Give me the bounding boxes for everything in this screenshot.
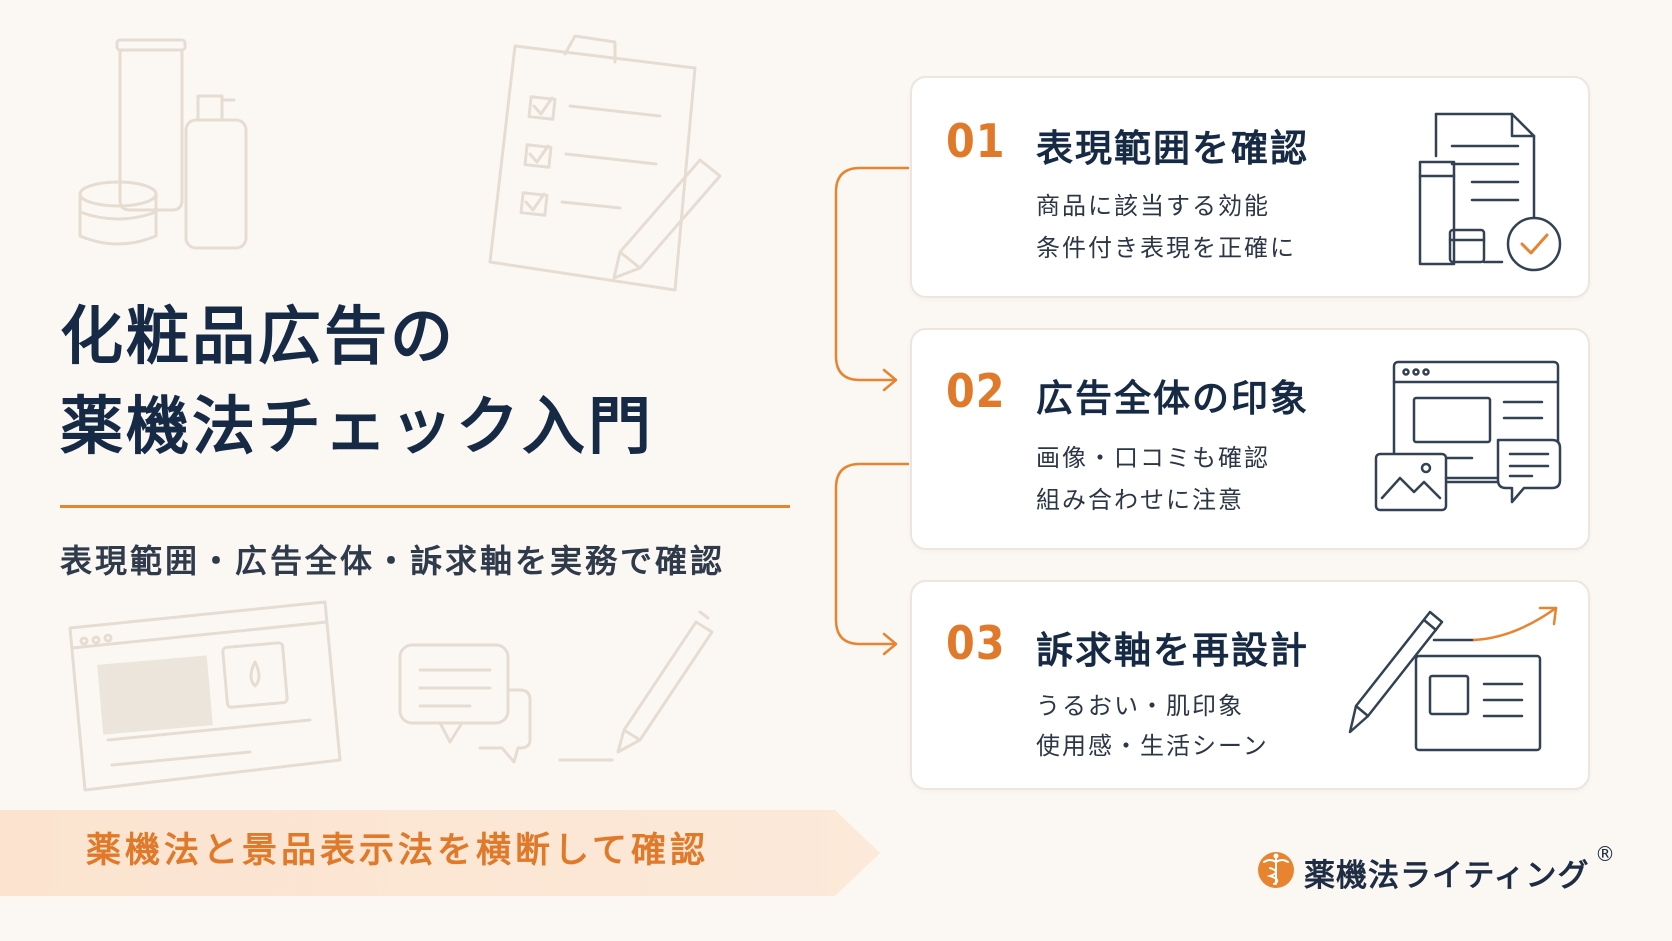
cosmetic-jar-icon — [78, 180, 158, 246]
step-title: 表現範囲を確認 — [1036, 127, 1309, 170]
main-title-line2: 薬機法チェック入門 — [60, 390, 654, 463]
brand-name: 薬機法ライティング — [1304, 858, 1590, 894]
step-number: 02 — [946, 364, 1006, 418]
clipboard-checklist-icon — [488, 34, 697, 292]
pencil-icon — [612, 158, 722, 280]
step-card-3: 03 訴求軸を再設計 うるおい・肌印象 使用感・生活シーン — [910, 580, 1590, 790]
subtitle: 表現範囲・広告全体・訴求軸を実務で確認 — [60, 542, 726, 580]
step-detail-line: 組み合わせに注意 — [1036, 486, 1244, 514]
step-card-2: 02 広告全体の印象 画像・口コミも確認 組み合わせに注意 — [910, 328, 1590, 550]
chat-bubbles-icon — [398, 643, 532, 764]
arrowhead-2 — [882, 368, 898, 392]
pen-chart-arrow-icon — [1348, 606, 1558, 752]
browser-window-icon — [68, 600, 342, 792]
step-card-1: 01 表現範囲を確認 商品に該当する効能 条件付き表現を正確に — [910, 76, 1590, 298]
cosmetic-bottle-icon — [184, 94, 248, 250]
connector-1-to-2 — [834, 166, 910, 382]
bottom-banner-text: 薬機法と景品表示法を横断して確認 — [86, 831, 709, 871]
step-detail-line: 条件付き表現を正確に — [1036, 234, 1296, 262]
step-detail-line: 商品に該当する効能 — [1036, 192, 1270, 220]
step-number: 03 — [946, 616, 1006, 670]
title-divider — [60, 505, 790, 508]
main-title: 化粧品広告の 薬機法チェック入門 — [60, 292, 800, 472]
browser-image-chat-icon — [1374, 360, 1562, 512]
document-cosmetics-check-icon — [1418, 112, 1562, 272]
caduceus-icon — [1258, 852, 1294, 888]
step-title: 訴求軸を再設計 — [1036, 629, 1309, 672]
step-title: 広告全体の印象 — [1036, 377, 1309, 420]
step-detail-line: 画像・口コミも確認 — [1036, 444, 1270, 472]
step-detail-line: うるおい・肌印象 — [1036, 692, 1244, 720]
cosmetic-tube-icon — [115, 38, 187, 212]
arrowhead-3 — [882, 632, 898, 656]
browser-image-block — [97, 655, 213, 735]
step-number: 01 — [946, 114, 1006, 168]
brand-registered-mark: ® — [1595, 842, 1615, 866]
title-block: 化粧品広告の 薬機法チェック入門 — [60, 292, 800, 472]
step-detail-line: 使用感・生活シーン — [1036, 732, 1269, 760]
connector-2-to-3 — [834, 462, 910, 646]
pen-icon — [558, 610, 714, 762]
bottom-banner — [0, 810, 880, 896]
main-title-line1: 化粧品広告の — [60, 300, 456, 373]
